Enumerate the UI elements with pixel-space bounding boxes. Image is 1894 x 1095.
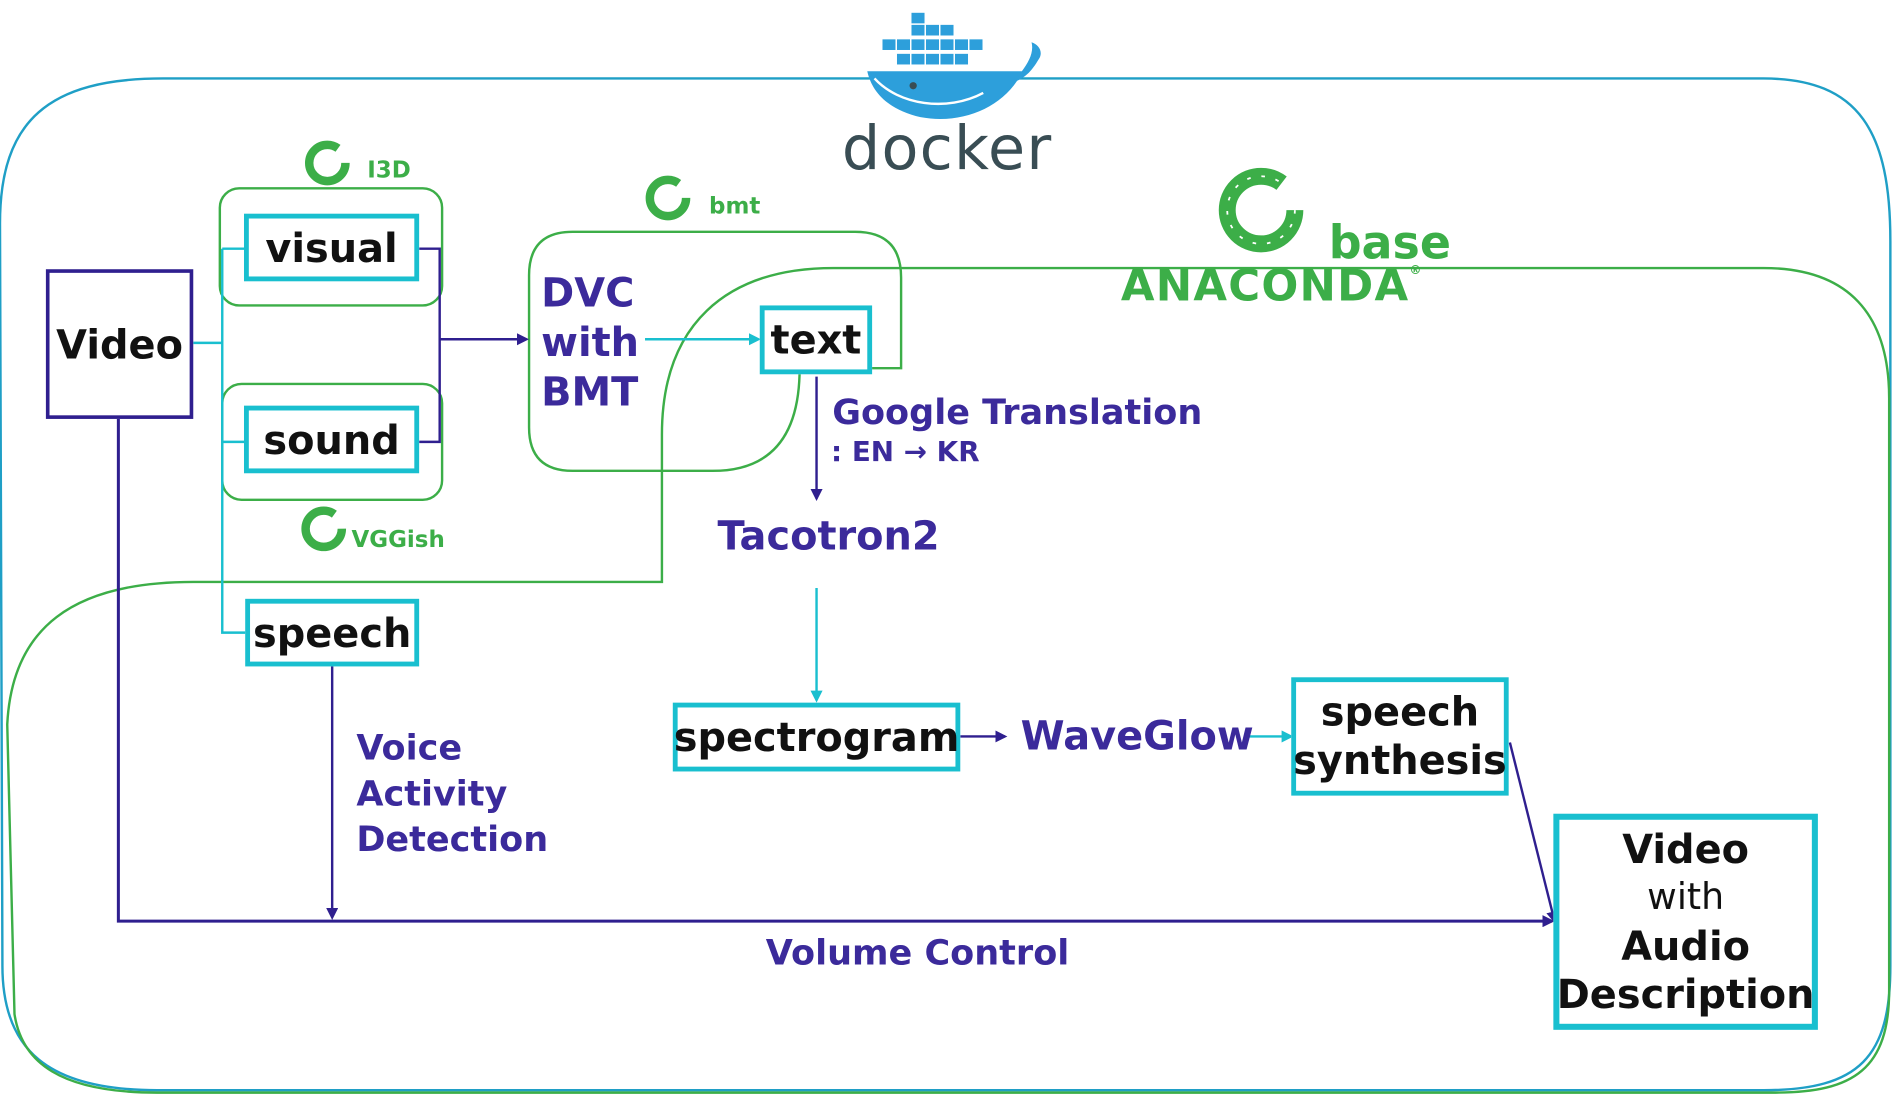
output-line-1: Video: [1622, 825, 1750, 873]
anaconda-registered-mark: ®: [1409, 264, 1423, 278]
docker-whale-icon: [867, 11, 1041, 119]
speech-synthesis-node: speech synthesis: [1291, 677, 1509, 796]
i3d-env-boundary: [218, 187, 444, 307]
vggish-env-label: VGGish: [351, 526, 445, 553]
anaconda-wordmark-text: ANACONDA: [1120, 261, 1410, 312]
anaconda-ring-icon: [1218, 167, 1304, 253]
docker-wordmark: docker: [841, 113, 1053, 184]
waveglow-label: WaveGlow: [1020, 712, 1254, 760]
tacotron2-label: Tacotron2: [717, 511, 940, 559]
vad-line-2: Activity: [356, 772, 508, 814]
dvc-with-bmt-label: DVC with BMT: [541, 268, 639, 416]
sound-feature-node: sound: [243, 405, 420, 474]
vad-line-1: Voice: [356, 726, 463, 768]
output-line-4: Description: [1556, 970, 1815, 1018]
vad-line-3: Detection: [356, 818, 549, 860]
bmt-env-icon: [645, 175, 691, 221]
output-line-3: Audio: [1621, 921, 1751, 969]
anaconda-base-boundary: [6, 266, 1891, 1094]
vggish-env-icon: [301, 506, 347, 552]
bmt-env-label: bmt: [709, 193, 761, 220]
visual-feature-node: visual: [243, 213, 420, 282]
video-branch-connector: [193, 247, 247, 634]
translation-direction-label: : EN → KR: [831, 437, 980, 469]
video-input-node: Video: [45, 269, 194, 419]
text-node: text: [759, 305, 873, 375]
docker-container-boundary: [0, 77, 1892, 1092]
dvc-line-1: DVC: [541, 269, 635, 317]
synthesis-to-output-arrow: [1508, 742, 1559, 924]
dvc-line-2: with: [541, 318, 640, 366]
dvc-line-3: BMT: [541, 368, 639, 416]
i3d-env-icon: [304, 140, 350, 186]
speech-feature-node: speech: [245, 598, 420, 667]
speech-synthesis-line-1: speech: [1320, 688, 1480, 736]
output-line-2: with: [1647, 875, 1725, 919]
volume-control-label: Volume Control: [765, 932, 1070, 974]
anaconda-wordmark: ANACONDA®: [1121, 264, 1423, 309]
speech-synthesis-line-2: synthesis: [1293, 736, 1507, 784]
bmt-env-boundary: [527, 230, 903, 473]
volume-control-connector: [116, 418, 1555, 928]
spectrogram-node: spectrogram: [672, 702, 961, 772]
output-video-node: Video with Audio Description: [1553, 813, 1818, 1030]
features-merge-connector: [419, 247, 527, 444]
google-translation-label: Google Translation: [832, 391, 1203, 433]
anaconda-env-name: base: [1328, 216, 1451, 270]
i3d-env-label: I3D: [367, 156, 411, 184]
vad-label: Voice Activity Detection: [356, 724, 548, 862]
